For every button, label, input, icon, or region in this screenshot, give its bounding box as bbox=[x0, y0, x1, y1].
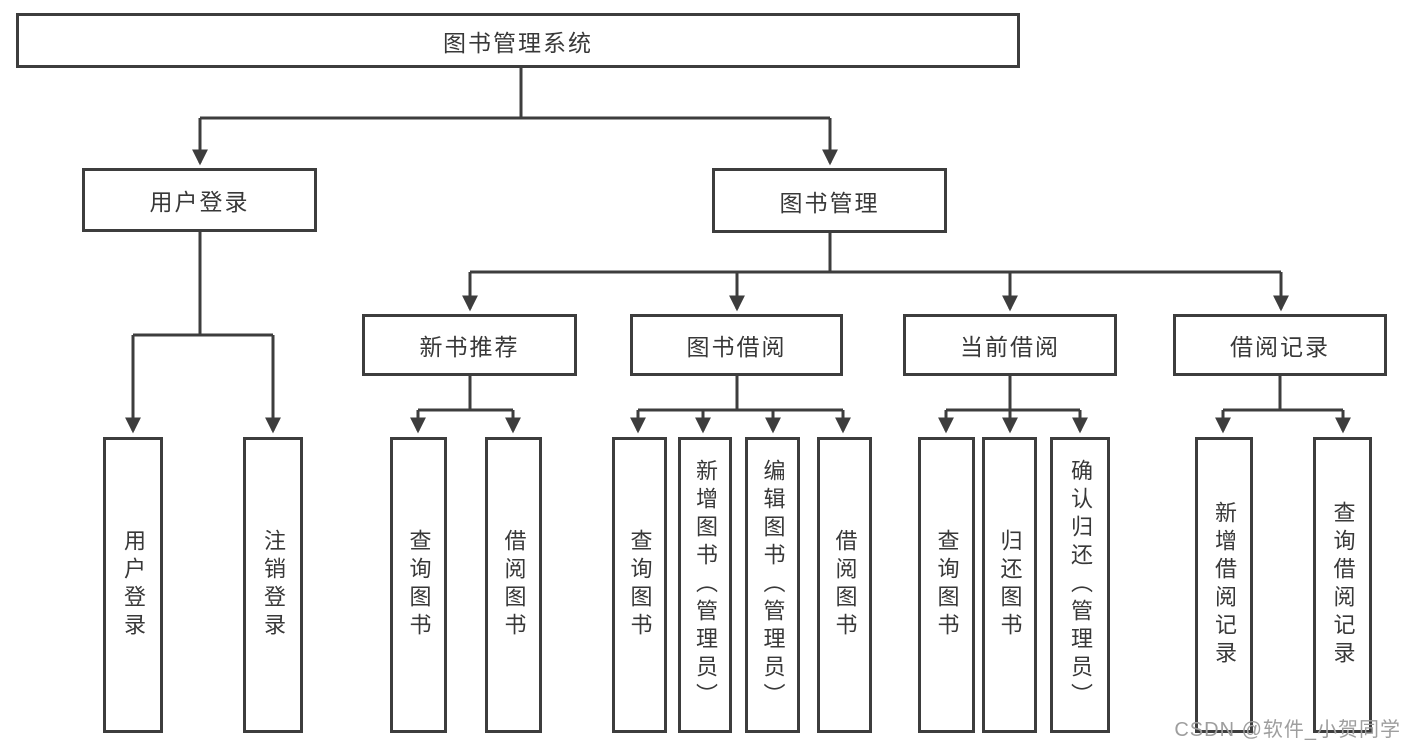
connector-book-mgmt-children bbox=[462, 233, 1289, 312]
leaf-edit-book-admin: 编辑图书（管理员） bbox=[745, 437, 800, 733]
node-label: 图书借阅 bbox=[686, 334, 787, 360]
leaf-borrow-book-2: 借阅图书 bbox=[817, 437, 872, 733]
leaf-query-borrow-record: 查询借阅记录 bbox=[1313, 437, 1372, 733]
leaf-confirm-return-admin: 确认归还（管理员） bbox=[1050, 437, 1110, 733]
node-label: 确认归还（管理员） bbox=[1068, 459, 1093, 711]
node-label: 借阅记录 bbox=[1230, 334, 1330, 360]
node-current-borrow: 当前借阅 bbox=[903, 314, 1117, 376]
leaf-query-book-3: 查询图书 bbox=[918, 437, 975, 733]
node-label: 新增借阅记录 bbox=[1212, 501, 1237, 669]
connector-new-book-children bbox=[410, 376, 521, 434]
node-label: 新书推荐 bbox=[419, 334, 520, 360]
node-label: 注销登录 bbox=[261, 529, 286, 641]
node-root-library-system: 图书管理系统 bbox=[16, 13, 1020, 68]
connector-current-borrow-children bbox=[938, 376, 1088, 434]
node-label: 查询图书 bbox=[627, 529, 653, 641]
node-label: 查询图书 bbox=[934, 529, 960, 641]
leaf-query-book-1: 查询图书 bbox=[390, 437, 447, 733]
node-label: 查询借阅记录 bbox=[1330, 501, 1356, 669]
node-new-book-recommend: 新书推荐 bbox=[362, 314, 577, 376]
node-label: 图书管理 bbox=[779, 189, 880, 216]
node-label: 借阅图书 bbox=[832, 529, 858, 641]
node-label: 当前借阅 bbox=[960, 334, 1060, 360]
node-label: 用户登录 bbox=[149, 189, 250, 215]
connector-user-login-children bbox=[125, 232, 281, 434]
node-book-management: 图书管理 bbox=[712, 168, 947, 233]
leaf-query-book-2: 查询图书 bbox=[612, 437, 667, 733]
node-user-login: 用户登录 bbox=[82, 168, 317, 232]
leaf-return-book: 归还图书 bbox=[982, 437, 1037, 733]
node-label: 新增图书（管理员） bbox=[693, 459, 718, 711]
connector-book-borrow-children bbox=[630, 376, 851, 434]
leaf-add-book-admin: 新增图书（管理员） bbox=[678, 437, 732, 733]
connector-root-to-level2 bbox=[192, 68, 838, 166]
leaf-borrow-book-1: 借阅图书 bbox=[485, 437, 542, 733]
node-label: 编辑图书（管理员） bbox=[760, 459, 786, 711]
node-label: 归还图书 bbox=[997, 529, 1023, 641]
connector-borrow-record-children bbox=[1215, 376, 1351, 434]
node-label: 查询图书 bbox=[406, 529, 432, 641]
node-book-borrow: 图书借阅 bbox=[630, 314, 843, 376]
leaf-logout: 注销登录 bbox=[243, 437, 303, 733]
node-borrow-record: 借阅记录 bbox=[1173, 314, 1387, 376]
leaf-user-login: 用户登录 bbox=[103, 437, 163, 733]
node-label: 图书管理系统 bbox=[443, 29, 593, 56]
node-label: 借阅图书 bbox=[501, 529, 527, 641]
leaf-add-borrow-record: 新增借阅记录 bbox=[1195, 437, 1253, 733]
node-label: 用户登录 bbox=[121, 529, 146, 641]
csdn-watermark: CSDN @软件_小贺同学 bbox=[1174, 719, 1401, 741]
